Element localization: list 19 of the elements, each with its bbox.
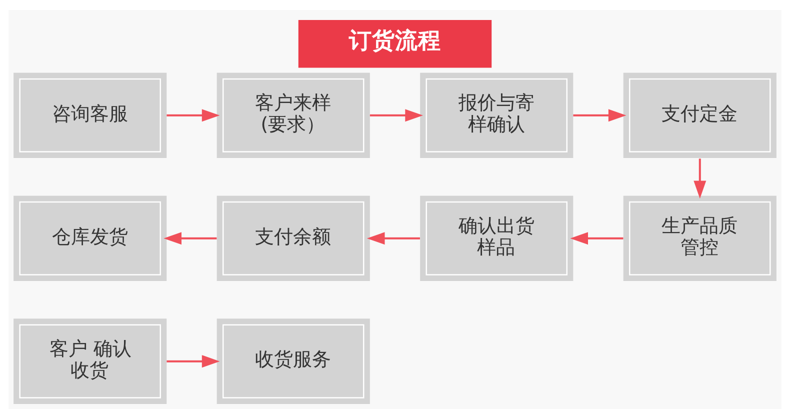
diagram-title: 订货流程 (349, 28, 442, 54)
node-box: 生产品质管控 (623, 195, 776, 281)
arrow (694, 158, 706, 198)
node-box: 客户来样(要求） (216, 72, 370, 158)
arrow (573, 108, 626, 122)
arrow (166, 354, 220, 368)
node-box: 仓库发货 (14, 195, 167, 281)
node-box: 收货服务 (216, 318, 370, 404)
node-box: 支付余额 (216, 195, 370, 281)
node-box: 报价与寄样确认 (420, 72, 574, 158)
arrow (370, 108, 424, 122)
node-box: 支付定金 (623, 72, 776, 158)
node-box: 确认出货样品 (420, 195, 574, 281)
node-box: 咨询客服 (14, 72, 167, 158)
arrow (570, 232, 624, 244)
arrow (166, 108, 220, 122)
arrow (164, 232, 217, 244)
arrow (366, 232, 420, 244)
node-box: 客户 确认收货 (14, 318, 167, 404)
